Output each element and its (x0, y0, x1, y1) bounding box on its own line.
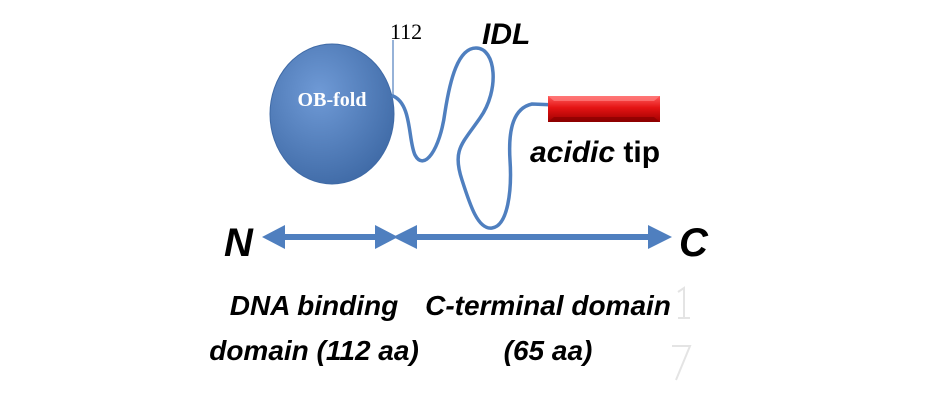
residue-marker-label: 112 (390, 19, 422, 44)
c-terminal-domain-line1: C-terminal domain (425, 290, 671, 321)
dna-binding-domain-line2: domain (112 aa) (209, 335, 419, 366)
idl-label: IDL (482, 18, 530, 51)
idl-loop (391, 46, 558, 230)
acidic-tip-regular: tip (615, 136, 660, 169)
ob-fold-label: OB-fold (298, 89, 367, 111)
acidic-tip-bar (548, 96, 660, 122)
c-terminal-domain-line2: (65 aa) (504, 335, 593, 366)
acidic-tip-italic: acidic (530, 136, 615, 169)
acidic-tip-label: acidic tip (530, 136, 660, 169)
c-terminal-domain-arrow (393, 225, 672, 249)
ob-fold-domain (269, 43, 395, 185)
n-terminus-label: N (224, 221, 254, 265)
dna-binding-domain-arrow (262, 225, 398, 249)
c-terminus-label: C (679, 221, 709, 265)
faint-artifact-marks (672, 286, 692, 381)
dna-binding-domain-line1: DNA binding (230, 290, 398, 321)
